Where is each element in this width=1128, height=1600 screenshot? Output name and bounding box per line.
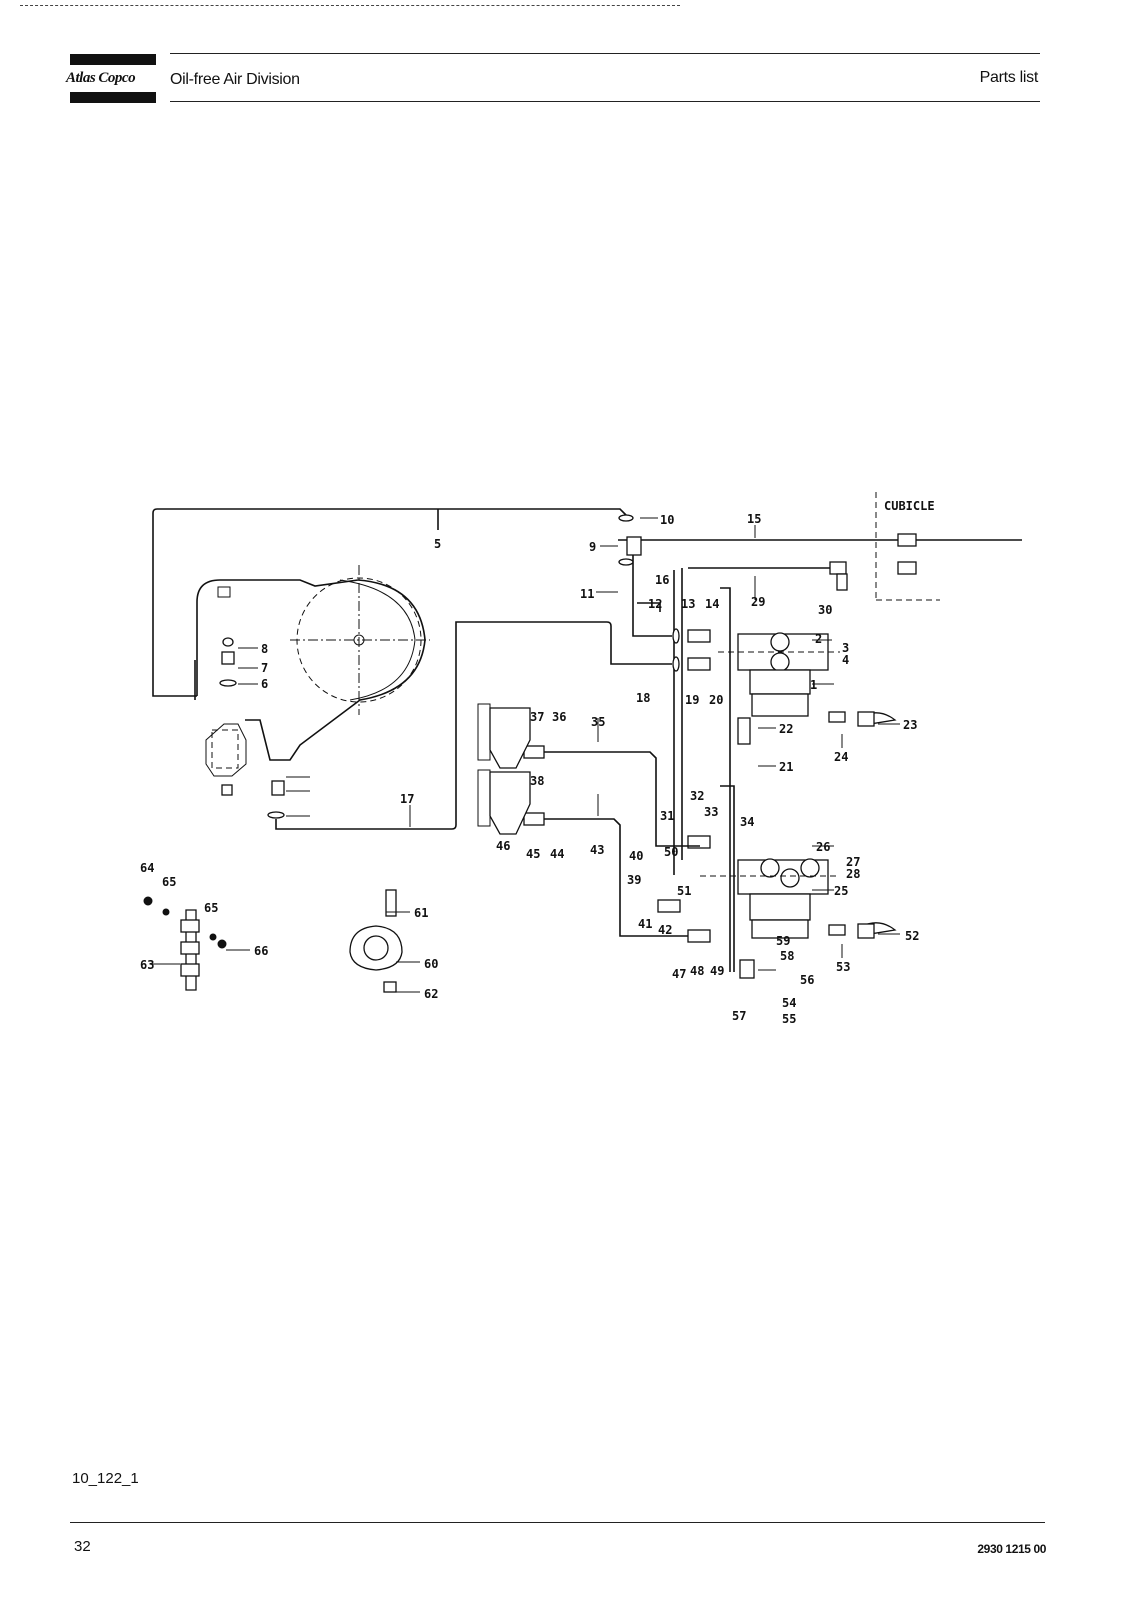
valve-block-upper bbox=[718, 632, 897, 727]
callout-61: 61 bbox=[414, 906, 428, 920]
callout-29: 29 bbox=[751, 595, 765, 609]
callout-39: 39 bbox=[627, 873, 641, 887]
callout-43: 43 bbox=[590, 843, 604, 857]
callout-50: 50 bbox=[664, 845, 678, 859]
callout-12: 12 bbox=[648, 597, 662, 611]
callout-11: 11 bbox=[580, 587, 594, 601]
callout-41: 41 bbox=[638, 917, 652, 931]
callout-47: 47 bbox=[672, 967, 686, 981]
figure-id: 10_122_1 bbox=[72, 1470, 139, 1487]
callout-52: 52 bbox=[905, 929, 919, 943]
callout-14: 14 bbox=[705, 597, 719, 611]
main-pipe-loop bbox=[152, 508, 1022, 875]
callout-25: 25 bbox=[834, 884, 848, 898]
callout-37: 37 bbox=[530, 710, 544, 724]
callout-20: 20 bbox=[709, 693, 723, 707]
callout-54: 54 bbox=[782, 996, 796, 1010]
callout-42: 42 bbox=[658, 923, 672, 937]
leader-lines bbox=[150, 517, 900, 993]
scan-top-line bbox=[20, 5, 680, 6]
callout-16: 16 bbox=[655, 573, 669, 587]
callout-53: 53 bbox=[836, 960, 850, 974]
callout-59: 59 bbox=[776, 934, 790, 948]
callout-13: 13 bbox=[681, 597, 695, 611]
callout-7: 7 bbox=[261, 661, 268, 675]
callout-48: 48 bbox=[690, 964, 704, 978]
callout-65: 65 bbox=[162, 875, 176, 889]
callout-64: 64 bbox=[140, 861, 154, 875]
header-rule-bottom bbox=[170, 101, 1040, 102]
callout-33: 33 bbox=[704, 805, 718, 819]
pipe-clamp-assembly bbox=[349, 889, 403, 993]
callout-8: 8 bbox=[261, 642, 268, 656]
callout-24: 24 bbox=[834, 750, 848, 764]
compressor-casing bbox=[194, 565, 430, 777]
callout-60: 60 bbox=[424, 957, 438, 971]
callout-5: 5 bbox=[434, 537, 441, 551]
document-number: 2930 1215 00 bbox=[977, 1542, 1046, 1556]
callout-45: 45 bbox=[526, 847, 540, 861]
footer-rule bbox=[70, 1522, 1045, 1523]
callout-57: 57 bbox=[732, 1009, 746, 1023]
callout-55: 55 bbox=[782, 1012, 796, 1026]
callout-36: 36 bbox=[552, 710, 566, 724]
callout-3: 3 bbox=[842, 641, 849, 655]
callout-35: 35 bbox=[591, 715, 605, 729]
cubicle-label: CUBICLE bbox=[884, 499, 935, 513]
callout-26: 26 bbox=[816, 840, 830, 854]
callout-63: 63 bbox=[140, 958, 154, 972]
callout-28: 28 bbox=[846, 867, 860, 881]
callout-66: 66 bbox=[254, 944, 268, 958]
brand-logo: Atlas Copco bbox=[66, 70, 136, 86]
callout-10: 10 bbox=[660, 513, 674, 527]
callout-9: 9 bbox=[589, 540, 596, 554]
callout-27: 27 bbox=[846, 855, 860, 869]
callout-46: 46 bbox=[496, 839, 510, 853]
callout-58: 58 bbox=[780, 949, 794, 963]
callout-49: 49 bbox=[710, 964, 724, 978]
callout-6: 6 bbox=[261, 677, 268, 691]
callout-2: 2 bbox=[815, 632, 822, 646]
callout-18: 18 bbox=[636, 691, 650, 705]
header-rule-top bbox=[170, 53, 1040, 54]
callout-4: 4 bbox=[842, 653, 849, 667]
callout-numbers: 1 2 3 4 5 6 7 8 9 10 11 12 13 14 15 16 1… bbox=[140, 512, 919, 1026]
callout-38: 38 bbox=[530, 774, 544, 788]
callout-19: 19 bbox=[685, 693, 699, 707]
bracket-assembly bbox=[143, 896, 227, 991]
callout-23: 23 bbox=[903, 718, 917, 732]
page-number: 32 bbox=[74, 1538, 91, 1555]
section-title: Parts list bbox=[979, 69, 1039, 86]
callout-32: 32 bbox=[690, 789, 704, 803]
callout-44: 44 bbox=[550, 847, 564, 861]
callout-1: 1 bbox=[810, 678, 817, 692]
callout-40: 40 bbox=[629, 849, 643, 863]
intake-ducts bbox=[477, 587, 735, 972]
callout-21: 21 bbox=[779, 760, 793, 774]
callout-15: 15 bbox=[747, 512, 761, 526]
fittings bbox=[219, 514, 917, 979]
callout-56: 56 bbox=[800, 973, 814, 987]
logo-bar-bottom bbox=[70, 92, 156, 103]
callout-34: 34 bbox=[740, 815, 754, 829]
logo-bar-top bbox=[70, 54, 156, 65]
division-title: Oil-free Air Division bbox=[170, 71, 300, 88]
callout-62: 62 bbox=[424, 987, 438, 1001]
callout-51: 51 bbox=[677, 884, 691, 898]
valve-block-lower bbox=[700, 858, 897, 939]
cubicle-boundary: CUBICLE bbox=[875, 492, 940, 601]
callout-17: 17 bbox=[400, 792, 414, 806]
callout-65-b: 65 bbox=[204, 901, 218, 915]
callout-31: 31 bbox=[660, 809, 674, 823]
callout-30: 30 bbox=[818, 603, 832, 617]
callout-22: 22 bbox=[779, 722, 793, 736]
